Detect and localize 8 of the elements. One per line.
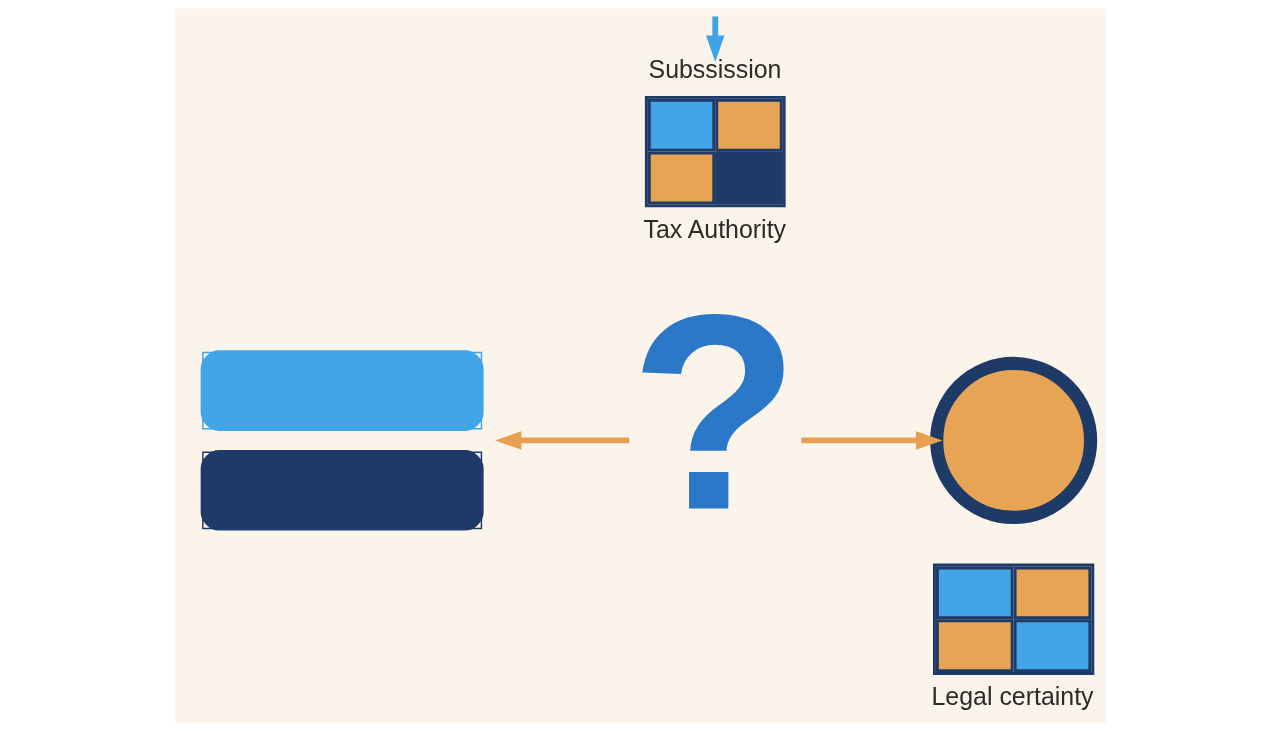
arrow <box>705 16 725 62</box>
node-label: Tax Authority <box>642 214 786 243</box>
node-circle <box>929 356 1097 524</box>
arrow <box>494 431 629 450</box>
node-text: ? <box>629 256 800 568</box>
arrow <box>800 431 942 450</box>
node-label: Subssission <box>648 54 781 83</box>
node-label: Legal certainty <box>931 682 1094 711</box>
